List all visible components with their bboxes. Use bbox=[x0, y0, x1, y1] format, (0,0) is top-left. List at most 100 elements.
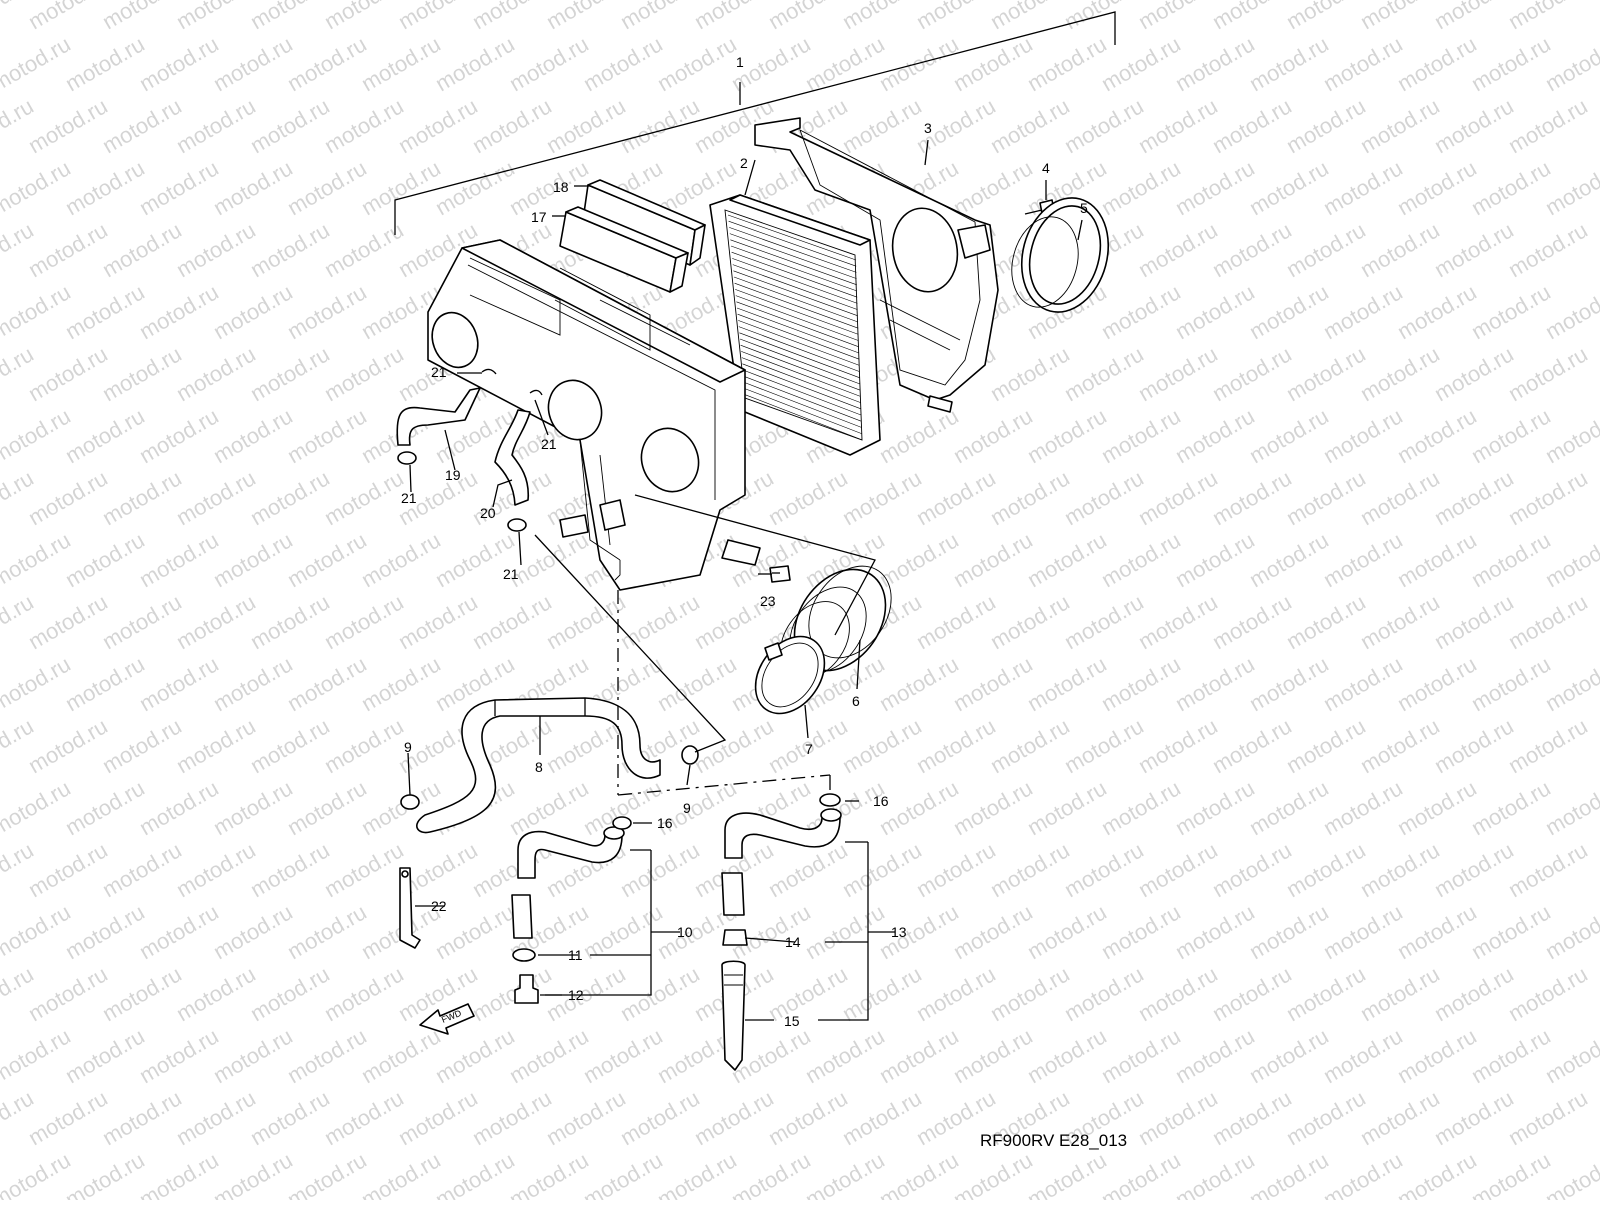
watermark-text: motod.ru bbox=[1393, 31, 1481, 96]
screw-23 bbox=[758, 565, 791, 583]
watermark-text: motod.ru bbox=[764, 0, 852, 34]
watermark-text: motod.ru bbox=[1504, 0, 1592, 34]
callout-9b: 9 bbox=[683, 800, 691, 816]
assembly-bracket-1 bbox=[394, 11, 1116, 235]
mesh-line bbox=[729, 233, 857, 279]
watermark-text: motod.ru bbox=[1134, 93, 1222, 158]
watermark-text: motod.ru bbox=[24, 341, 112, 406]
mesh-line bbox=[743, 375, 862, 422]
watermark-text: motod.ru bbox=[1060, 713, 1148, 778]
watermark-text: motod.ru bbox=[1541, 1023, 1600, 1088]
watermark-text: motod.ru bbox=[283, 651, 371, 716]
watermark-text: motod.ru bbox=[1060, 465, 1148, 530]
watermark-text: motod.ru bbox=[1282, 961, 1370, 1026]
watermark-text: motod.ru bbox=[542, 1085, 630, 1150]
watermark-text: motod.ru bbox=[986, 961, 1074, 1026]
watermark-text: motod.ru bbox=[616, 93, 704, 158]
callout-labels: 1 2 3 4 5 6 7 8 9 9 10 11 12 13 14 15 16… bbox=[401, 54, 1088, 1029]
watermark-text: motod.ru bbox=[838, 837, 926, 902]
watermark-text: motod.ru bbox=[1356, 465, 1444, 530]
callout-16b: 16 bbox=[873, 793, 889, 809]
watermark-text: motod.ru bbox=[209, 31, 297, 96]
mesh-line bbox=[728, 220, 857, 267]
watermark-text: motod.ru bbox=[357, 1023, 445, 1088]
watermark-text: motod.ru bbox=[1023, 651, 1111, 716]
watermark-text: motod.ru bbox=[1282, 713, 1370, 778]
mesh-line bbox=[730, 245, 858, 292]
watermark-text: motod.ru bbox=[1171, 1023, 1259, 1088]
watermark-text: motod.ru bbox=[357, 651, 445, 716]
hose-13 bbox=[721, 808, 842, 1071]
watermark-text: motod.ru bbox=[1245, 1023, 1333, 1088]
watermark-text: motod.ru bbox=[468, 93, 556, 158]
mesh-line bbox=[733, 276, 859, 323]
watermark-text: motod.ru bbox=[1134, 589, 1222, 654]
watermark-text: motod.ru bbox=[1356, 1085, 1444, 1150]
watermark-text: motod.ru bbox=[135, 527, 223, 592]
watermark-text: motod.ru bbox=[209, 403, 297, 468]
watermark-text: motod.ru bbox=[986, 465, 1074, 530]
watermark-text: motod.ru bbox=[209, 899, 297, 964]
watermark-text: motod.ru bbox=[838, 961, 926, 1026]
watermark-text: motod.ru bbox=[1319, 31, 1407, 96]
callout-11: 11 bbox=[568, 947, 583, 963]
watermark-text: motod.ru bbox=[1282, 341, 1370, 406]
mesh-line bbox=[727, 214, 857, 261]
watermark-text: motod.ru bbox=[320, 961, 408, 1026]
watermark-text: motod.ru bbox=[1430, 465, 1518, 530]
mesh-line bbox=[739, 332, 860, 379]
callout-19: 19 bbox=[445, 467, 461, 483]
callout-9a: 9 bbox=[404, 739, 412, 755]
watermark-text: motod.ru bbox=[1541, 527, 1600, 592]
plug-12 bbox=[514, 974, 539, 1004]
watermark-text: motod.ru bbox=[1430, 1085, 1518, 1150]
callout-23: 23 bbox=[760, 593, 776, 609]
watermark-text: motod.ru bbox=[1282, 0, 1370, 34]
watermark-text: motod.ru bbox=[24, 1085, 112, 1150]
watermark-text: motod.ru bbox=[1097, 279, 1185, 344]
callout-1: 1 bbox=[736, 54, 744, 70]
watermark-text: motod.ru bbox=[764, 465, 852, 530]
clip-11 bbox=[512, 948, 536, 962]
watermark-text: motod.ru bbox=[320, 1085, 408, 1150]
watermark-text: motod.ru bbox=[1319, 279, 1407, 344]
watermark-text: motod.ru bbox=[283, 899, 371, 964]
watermark-text: motod.ru bbox=[246, 961, 334, 1026]
watermark-text: motod.ru bbox=[690, 0, 778, 34]
watermark-text: motod.ru bbox=[838, 0, 926, 34]
watermark-text: motod.ru bbox=[764, 961, 852, 1026]
watermark-text: motod.ru bbox=[875, 1023, 963, 1088]
watermark-text: motod.ru bbox=[24, 837, 112, 902]
watermark-text: motod.ru bbox=[283, 1023, 371, 1088]
watermark-text: motod.ru bbox=[542, 0, 630, 34]
watermark-text: motod.ru bbox=[431, 31, 519, 96]
watermark-text: motod.ru bbox=[283, 155, 371, 220]
watermark-text: motod.ru bbox=[1504, 713, 1592, 778]
mesh-line bbox=[732, 264, 858, 310]
watermark-text: motod.ru bbox=[246, 465, 334, 530]
mesh-line bbox=[740, 344, 861, 391]
watermark-text: motod.ru bbox=[98, 589, 186, 654]
watermark-text: motod.ru bbox=[61, 651, 149, 716]
watermark-text: motod.ru bbox=[1282, 93, 1370, 158]
watermark-text: motod.ru bbox=[394, 0, 482, 34]
watermark-text: motod.ru bbox=[653, 651, 741, 716]
watermark-text: motod.ru bbox=[61, 155, 149, 220]
watermark-text: motod.ru bbox=[505, 1023, 593, 1088]
watermark-text: motod.ru bbox=[1282, 837, 1370, 902]
watermark-text: motod.ru bbox=[986, 0, 1074, 34]
callout-5: 5 bbox=[1080, 200, 1088, 216]
mesh-line bbox=[735, 289, 859, 335]
watermark-text: motod.ru bbox=[61, 899, 149, 964]
watermark-text: motod.ru bbox=[394, 589, 482, 654]
watermark-text: motod.ru bbox=[949, 899, 1037, 964]
watermark-text: motod.ru bbox=[320, 341, 408, 406]
leader-lines bbox=[407, 139, 1083, 1021]
watermark-text: motod.ru bbox=[1541, 651, 1600, 716]
watermark-text: motod.ru bbox=[1245, 775, 1333, 840]
watermark-text: motod.ru bbox=[0, 775, 75, 840]
mesh-line bbox=[734, 282, 859, 329]
watermark-text: motod.ru bbox=[1356, 589, 1444, 654]
watermark-text: motod.ru bbox=[24, 217, 112, 282]
mesh-line bbox=[737, 313, 860, 360]
